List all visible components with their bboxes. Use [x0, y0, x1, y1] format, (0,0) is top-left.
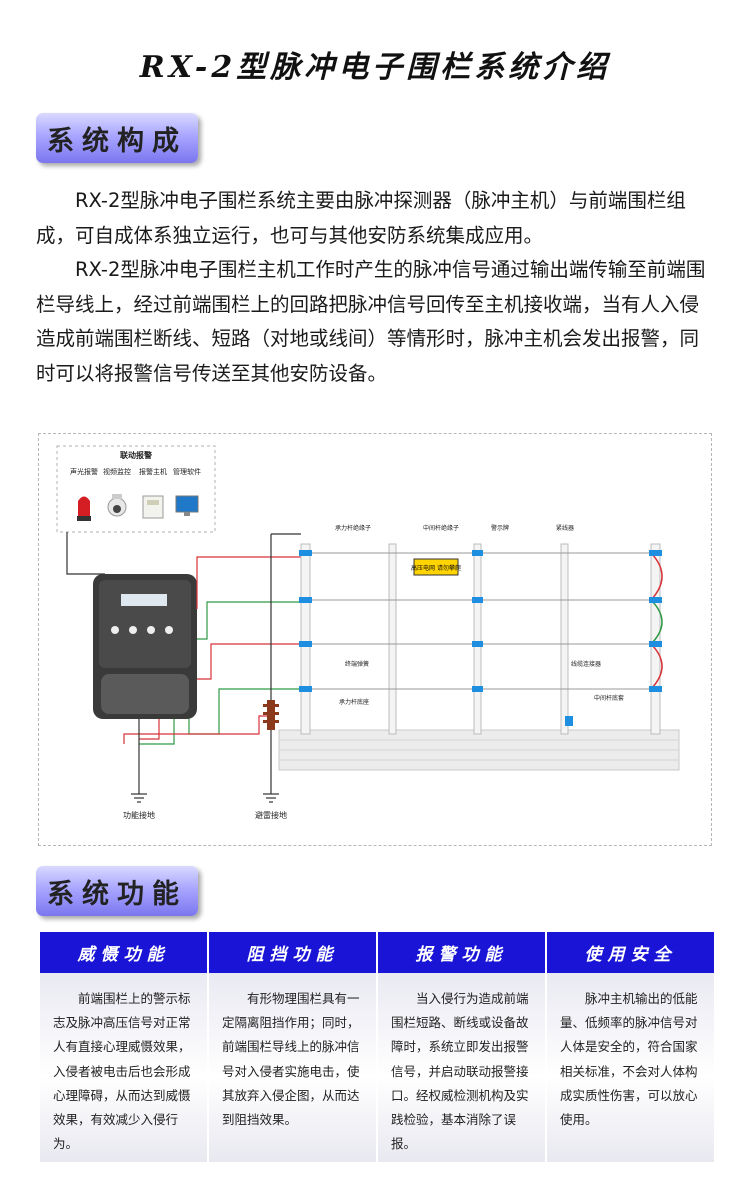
warning-sign-text: 高压电网 请勿攀爬: [411, 564, 461, 572]
feature-title: 阻挡功能: [209, 932, 376, 973]
alarm-light-icon: [77, 496, 91, 521]
feature-blocking: 阻挡功能 有形物理围栏具有一定隔离阻挡作用；同时，前端围栏导线上的脉冲信号对入侵…: [209, 932, 378, 1162]
feature-safety: 使用安全 脉冲主机输出的低能量、低频率的脉冲信号对人体是安全的，符合国家相关标准…: [547, 932, 714, 1162]
feature-title: 使用安全: [547, 932, 714, 973]
label-terminal-spring: 终端弹簧: [345, 660, 369, 668]
lightning-ground-label: 避雷接地: [255, 810, 287, 820]
label-middle-pole-base: 中间杆底套: [594, 694, 624, 702]
page-title: RX-2型脉冲电子围栏系统介绍: [139, 50, 611, 85]
function-ground-label: 功能接地: [123, 810, 155, 820]
intro-text: RX-2型脉冲电子围栏系统主要由脉冲探测器（脉冲主机）与前端围栏组成，可自成体系…: [36, 184, 716, 391]
feature-alarm: 报警功能 当入侵行为造成前端围栏短路、断线或设备故障时，系统立即发出报警信号，并…: [378, 932, 547, 1162]
alarm-host-icon: [142, 495, 164, 519]
feature-deterrence: 威慑功能 前端围栏上的警示标志及脉冲高压信号对正常人有直接心理威慑效果，入侵者被…: [40, 932, 209, 1162]
feature-text: 前端围栏上的警示标志及脉冲高压信号对正常人有直接心理威慑效果，入侵者被电击后也会…: [40, 973, 207, 1162]
camera-icon: [107, 494, 127, 517]
feature-text: 当入侵行为造成前端围栏短路、断线或设备故障时，系统立即发出报警信号，并启动联动报…: [378, 973, 545, 1162]
label-strain-base: 承力杆底座: [339, 698, 369, 706]
intro-paragraph: RX-2型脉冲电子围栏系统主要由脉冲探测器（脉冲主机）与前端围栏组成，可自成体系…: [36, 189, 686, 247]
label-warning-sign: 警示牌: [491, 524, 509, 532]
system-diagram: 联动报警 声光报警 视频监控 报警主机 管理软件: [38, 433, 712, 846]
feature-title: 报警功能: [378, 932, 545, 973]
feature-text: 有形物理围栏具有一定隔离阻挡作用；同时，前端围栏导线上的脉冲信号对入侵者实施电击…: [209, 973, 376, 1162]
label-strain-insulator: 承力杆绝缘子: [335, 524, 371, 532]
linkage-title: 联动报警: [120, 450, 152, 460]
section-badge-system-composition: 系统构成: [36, 113, 198, 163]
feature-table: 威慑功能 前端围栏上的警示标志及脉冲高压信号对正常人有直接心理威慑效果，入侵者被…: [40, 932, 714, 1162]
warning-sign: [413, 558, 459, 576]
pulse-host-device: [93, 574, 197, 719]
label-wire-connector: 线缆连接器: [571, 660, 601, 668]
intro-paragraph: RX-2型脉冲电子围栏主机工作时产生的脉冲信号通过输出端传输至前端围栏导线上，经…: [36, 258, 706, 385]
label-middle-insulator: 中间杆绝缘子: [423, 524, 459, 532]
diagram-svg: 联动报警 声光报警 视频监控 报警主机 管理软件: [56, 445, 680, 820]
device-label-2: 报警主机: [139, 467, 167, 476]
device-label-1: 视频监控: [103, 467, 131, 476]
monitor-icon: [175, 495, 199, 516]
linkage-box: [56, 445, 216, 533]
label-tensioner: 紧线器: [556, 524, 574, 532]
feature-title: 威慑功能: [40, 932, 207, 973]
section-badge-system-function: 系统功能: [36, 866, 198, 916]
feature-text: 脉冲主机输出的低能量、低频率的脉冲信号对人体是安全的，符合国家相关标准，不会对人…: [547, 973, 714, 1162]
lightning-arrester: [263, 700, 279, 730]
device-label-3: 管理软件: [173, 467, 201, 476]
device-label-0: 声光报警: [70, 467, 98, 476]
